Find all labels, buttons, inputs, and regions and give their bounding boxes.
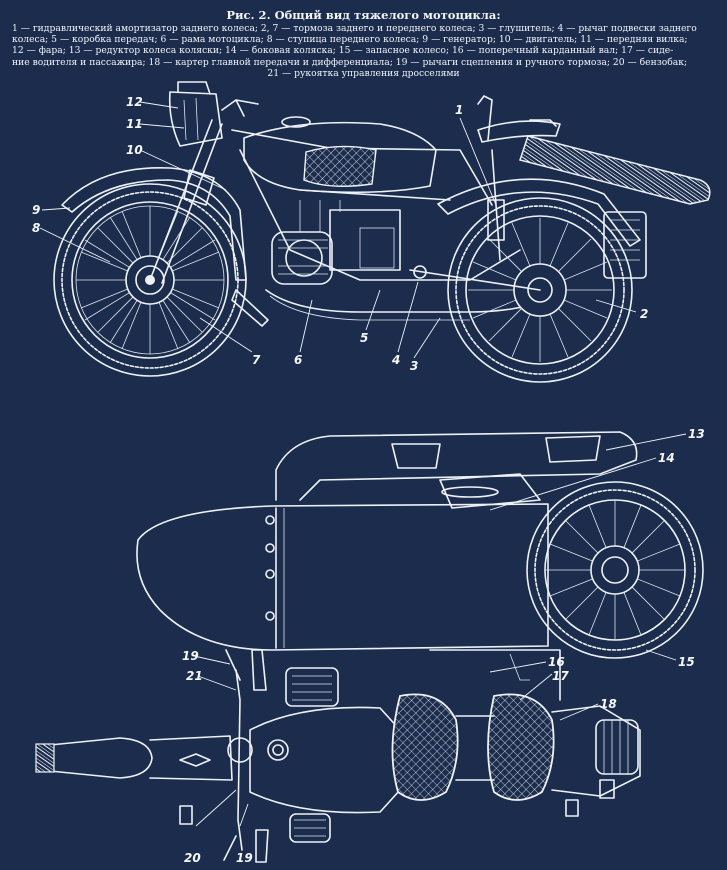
figure-title: Рис. 2. Общий вид тяжелого мотоцикла:: [226, 8, 501, 22]
callout-14: 14: [658, 451, 675, 465]
callout-16: 16: [548, 655, 565, 669]
legend-line-4: ние водителя и пассажира; 18 — картер гл…: [12, 56, 688, 68]
callout-20: 20: [184, 851, 201, 865]
callout-1: 1: [455, 103, 463, 117]
callout-17: 17: [552, 669, 569, 683]
top-callouts: 13 14 15 16 17 18 19 21 20 19: [182, 427, 705, 865]
callout-21: 21: [186, 669, 203, 683]
legend-line-2: колеса; 5 — коробка передач; 6 — рама мо…: [12, 34, 688, 46]
side-callouts: 12 11 10 9 8 1 2 7 6 5 4 3: [32, 95, 648, 373]
callout-8: 8: [32, 221, 40, 235]
callout-12: 12: [126, 95, 143, 109]
figure-caption: Рис. 2. Общий вид тяжелого мотоцикла: 1 …: [12, 8, 715, 79]
callout-11: 11: [126, 117, 143, 131]
sidecar: [136, 431, 638, 651]
callout-5: 5: [360, 331, 368, 345]
callout-18: 18: [600, 697, 617, 711]
legend-line-1: 1 — гидравлический амортизатор заднего к…: [12, 23, 697, 34]
callout-13: 13: [688, 427, 705, 441]
legend-line-5: 21 — рукоятка управления дросселями: [267, 67, 460, 79]
motorcycle-top: [35, 649, 641, 863]
callout-2: 2: [640, 307, 648, 321]
sidecar-wheel: [526, 481, 704, 659]
callout-9: 9: [32, 203, 40, 217]
seats-top: [391, 693, 555, 801]
seat: [477, 95, 561, 143]
side-view: [53, 81, 711, 383]
callout-7: 7: [252, 353, 261, 367]
callout-10: 10: [126, 143, 143, 157]
callout-15: 15: [678, 655, 695, 669]
legend-line-3: 12 — фара; 13 — редуктор колеса коляски;…: [12, 45, 674, 57]
callout-19-bottom: 19: [236, 851, 253, 865]
spare-wheel-side: [519, 135, 711, 205]
callout-19-top: 19: [182, 649, 199, 663]
callout-4: 4: [391, 353, 400, 367]
callout-3: 3: [410, 359, 418, 373]
fuel-tank: [243, 116, 437, 194]
top-view: [35, 431, 704, 863]
callout-6: 6: [294, 353, 302, 367]
headlight: [168, 81, 223, 147]
engine: [271, 200, 401, 285]
